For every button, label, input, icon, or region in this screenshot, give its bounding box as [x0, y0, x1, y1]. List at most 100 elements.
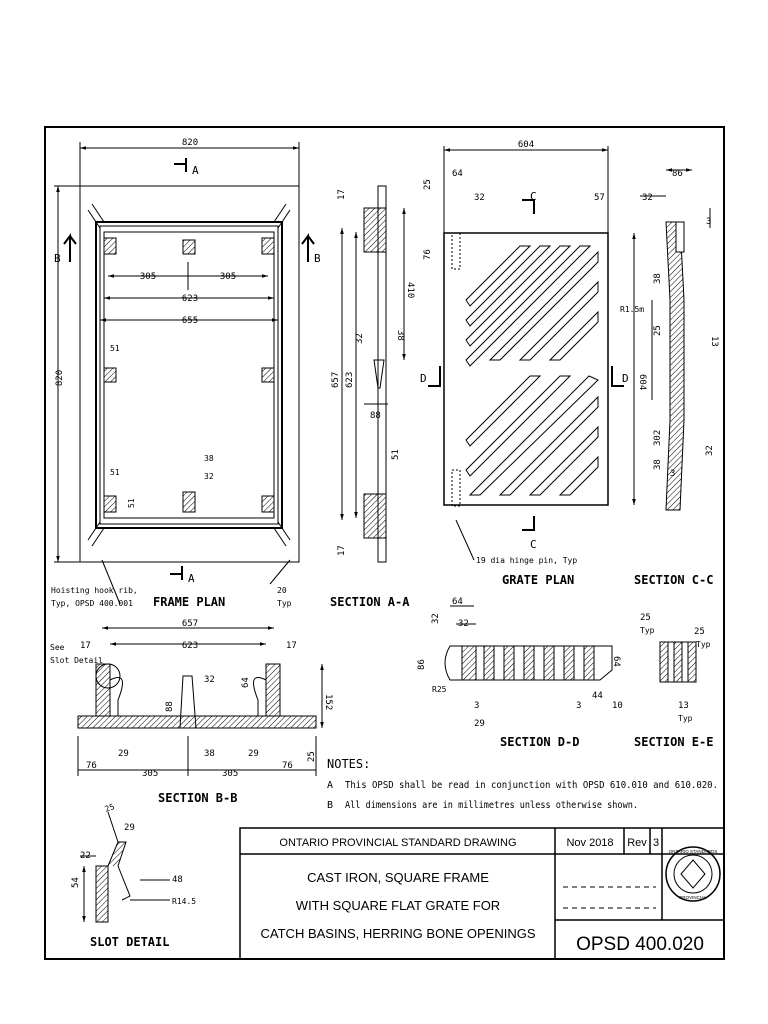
drawing-title-line2: WITH SQUARE FLAT GRATE FOR — [296, 898, 500, 913]
frame-dim-820-h: 820 — [55, 370, 65, 386]
drawing-number: OPSD 400.020 — [576, 934, 704, 955]
section-mark-c-top: C — [530, 190, 537, 203]
bb-dim-76a: 76 — [86, 761, 97, 771]
frame-dim-655: 655 — [182, 316, 198, 326]
cc-dim-604: 604 — [637, 374, 647, 390]
title-block-rev-value: 3 — [653, 837, 659, 849]
section-mark-d-left: D — [420, 372, 427, 385]
cc-dim-25: 25 — [653, 325, 663, 336]
slot-dim-54: 54 — [71, 877, 81, 888]
bb-dim-657: 657 — [182, 619, 198, 629]
frame-dim-305b: 305 — [220, 272, 236, 282]
hoisting-note-line2: Typ, OPSD 400.001 — [51, 599, 133, 608]
grate-dim-57: 57 — [594, 193, 605, 203]
bb-dim-305a: 305 — [142, 769, 158, 779]
dd-dim-3a: 3 — [474, 701, 479, 711]
section-ee-title: SECTION E-E — [634, 735, 713, 749]
aa-dim-410: 410 — [405, 282, 415, 298]
slot-dim-29: 29 — [124, 823, 135, 833]
cc-dim-302: 302 — [653, 430, 663, 446]
frame-dim-typ: Typ — [277, 599, 292, 608]
frame-dim-305a: 305 — [140, 272, 156, 282]
ee-dim-25a: 25 — [640, 613, 651, 623]
slot-detail-title: SLOT DETAIL — [90, 935, 169, 949]
bb-dim-76b: 76 — [282, 761, 293, 771]
cc-dim-3b: 3 — [670, 469, 675, 479]
bb-dim-29a: 29 — [118, 749, 129, 759]
see-slot-line1: See — [50, 643, 65, 652]
title-block — [239, 827, 725, 960]
section-ee — [659, 641, 697, 683]
ee-dim-typ1: Typ — [640, 626, 655, 635]
note-a-text: This OPSD shall be read in conjunction w… — [345, 780, 718, 791]
ee-dim-25b: 25 — [694, 627, 705, 637]
section-mark-b-left: B — [54, 252, 61, 265]
section-mark-d-right: D — [622, 372, 629, 385]
grate-plan — [428, 146, 636, 561]
slot-dim-r145: R14.5 — [172, 897, 196, 906]
section-cc-title: SECTION C-C — [634, 573, 713, 587]
bb-dim-25: 25 — [307, 751, 317, 762]
dd-dim-32: 32 — [431, 613, 441, 624]
section-bb-title: SECTION B-B — [158, 791, 237, 805]
drawing-title-line3: CATCH BASINS, HERRING BONE OPENINGS — [261, 926, 536, 941]
bb-dim-29b: 29 — [248, 749, 259, 759]
slot-dim-25: 25 — [104, 802, 116, 814]
cc-dim-3a: 3 — [706, 217, 711, 227]
section-cc — [640, 168, 711, 511]
note-b-letter: B — [327, 800, 333, 811]
frame-plan — [54, 142, 315, 605]
bb-dim-17b: 17 — [286, 641, 297, 651]
ee-dim-13: 13 — [678, 701, 689, 711]
frame-dim-20: 20 — [277, 586, 287, 595]
aa-dim-32: 32 — [355, 333, 365, 344]
cc-dim-38a: 38 — [653, 273, 663, 284]
grate-dim-76: 76 — [423, 249, 433, 260]
notes-heading: NOTES: — [327, 757, 370, 771]
aa-dim-38: 38 — [395, 330, 405, 341]
bb-dim-88: 88 — [165, 701, 175, 712]
title-block-header: ONTARIO PROVINCIAL STANDARD DRAWING — [279, 837, 516, 849]
title-block-date: Nov 2018 — [566, 837, 613, 849]
aa-dim-17b: 17 — [337, 545, 347, 556]
frame-dim-32: 32 — [204, 472, 214, 481]
frame-dim-51b: 51 — [110, 468, 120, 477]
bb-dim-17a: 17 — [80, 641, 91, 651]
cc-dim-86: 86 — [672, 169, 683, 179]
dd-dim-32b: 32 — [458, 619, 469, 629]
section-mark-b-right: B — [314, 252, 321, 265]
drawing-title-line1: CAST IRON, SQUARE FRAME — [307, 870, 489, 885]
seal-top-text: ONTARIO STANDARDS — [669, 849, 718, 854]
bb-dim-32: 32 — [204, 675, 215, 685]
frame-dim-623: 623 — [182, 294, 198, 304]
cc-dim-13: 13 — [709, 336, 719, 347]
section-bb — [77, 626, 324, 776]
slot-detail — [80, 811, 170, 923]
section-aa — [340, 185, 406, 563]
bb-dim-64: 64 — [241, 677, 251, 688]
dd-dim-86: 86 — [417, 659, 427, 670]
dd-dim-r25: R25 — [432, 685, 447, 694]
aa-dim-657: 657 — [331, 372, 341, 388]
aa-dim-623: 623 — [345, 372, 355, 388]
dd-dim-64a: 64 — [452, 597, 463, 607]
section-mark-a-top: A — [192, 164, 199, 177]
see-slot-line2: Slot Detail — [50, 656, 103, 665]
grate-dim-25: 25 — [423, 179, 433, 190]
section-mark-c-bottom: C — [530, 538, 537, 551]
cc-dim-32a: 32 — [642, 193, 653, 203]
bb-dim-623: 623 — [182, 641, 198, 651]
slot-dim-22: 22 — [80, 851, 91, 861]
dd-dim-44: 44 — [592, 691, 603, 701]
aa-dim-51: 51 — [391, 449, 401, 460]
frame-dim-51c: 51 — [127, 498, 136, 508]
grate-plan-title: GRATE PLAN — [502, 573, 574, 587]
bb-dim-305b: 305 — [222, 769, 238, 779]
frame-dim-820-w: 820 — [182, 138, 198, 148]
dd-dim-10: 10 — [612, 701, 623, 711]
dd-dim-3b: 3 — [576, 701, 581, 711]
grate-dim-604: 604 — [518, 140, 534, 150]
frame-plan-title: FRAME PLAN — [153, 595, 225, 609]
frame-dim-38: 38 — [204, 454, 214, 463]
